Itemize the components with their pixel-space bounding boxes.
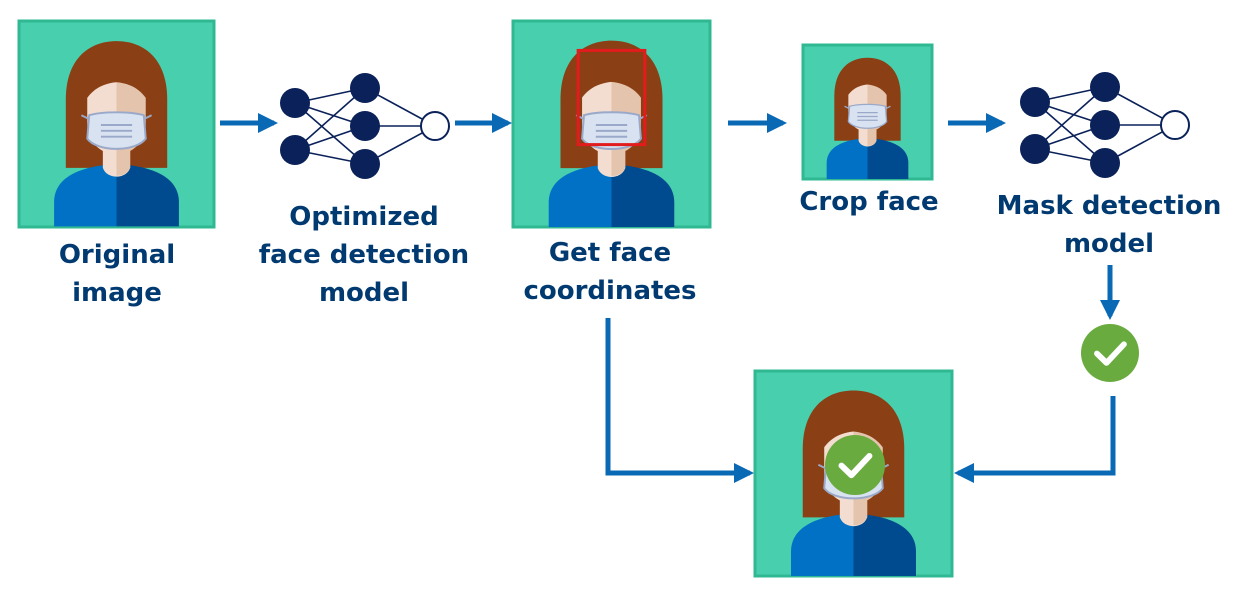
image-tiles <box>17 19 954 578</box>
label-crop-face: Crop face <box>780 183 958 221</box>
tile-original-image <box>17 19 216 229</box>
label-line: Mask detection <box>996 191 1222 221</box>
network-node <box>280 135 310 165</box>
label-line: model <box>1063 229 1155 259</box>
network-node <box>1090 148 1120 178</box>
arrow-coordinates-to-result <box>605 318 754 483</box>
network-icons <box>280 72 1190 179</box>
network-node <box>1090 72 1120 102</box>
label-line: model <box>318 278 410 308</box>
label-line: Original <box>58 240 176 270</box>
label-line: coordinates <box>523 276 697 306</box>
mask-detection-network-icon <box>1020 72 1190 178</box>
network-output-node <box>1160 110 1190 140</box>
woman-masked-icon <box>826 57 909 179</box>
network-node <box>350 73 380 103</box>
woman-masked-icon <box>54 41 179 227</box>
check-icons <box>825 324 1139 495</box>
network-output-node <box>420 111 450 141</box>
network-node <box>1090 110 1120 140</box>
label-mask-detection-model: Mask detection model <box>985 187 1233 263</box>
label-line: Optimized <box>289 202 439 232</box>
label-face-detection-model: Optimized face detection model <box>245 198 483 312</box>
woman-masked-icon <box>548 40 675 227</box>
label-line: Crop face <box>799 187 939 217</box>
label-get-face-coordinates: Get face coordinates <box>505 234 715 310</box>
arrow-verdict-to-result <box>954 396 1116 483</box>
checkmark-icon <box>825 435 885 495</box>
network-node <box>350 149 380 179</box>
tile-face-coordinates <box>511 19 712 229</box>
face-bounding-box <box>576 48 647 147</box>
connector-arrows <box>220 113 1120 483</box>
network-node <box>1020 134 1050 164</box>
label-line: Get face <box>548 238 672 268</box>
label-line: image <box>72 278 162 308</box>
network-node <box>1020 87 1050 117</box>
face-detection-network-icon <box>280 73 450 179</box>
label-line: face detection <box>258 240 470 270</box>
network-node <box>350 111 380 141</box>
network-node <box>280 88 310 118</box>
checkmark-icon <box>1081 324 1139 382</box>
tile-cropped-face <box>801 43 934 181</box>
label-original-image: Original image <box>20 236 214 312</box>
